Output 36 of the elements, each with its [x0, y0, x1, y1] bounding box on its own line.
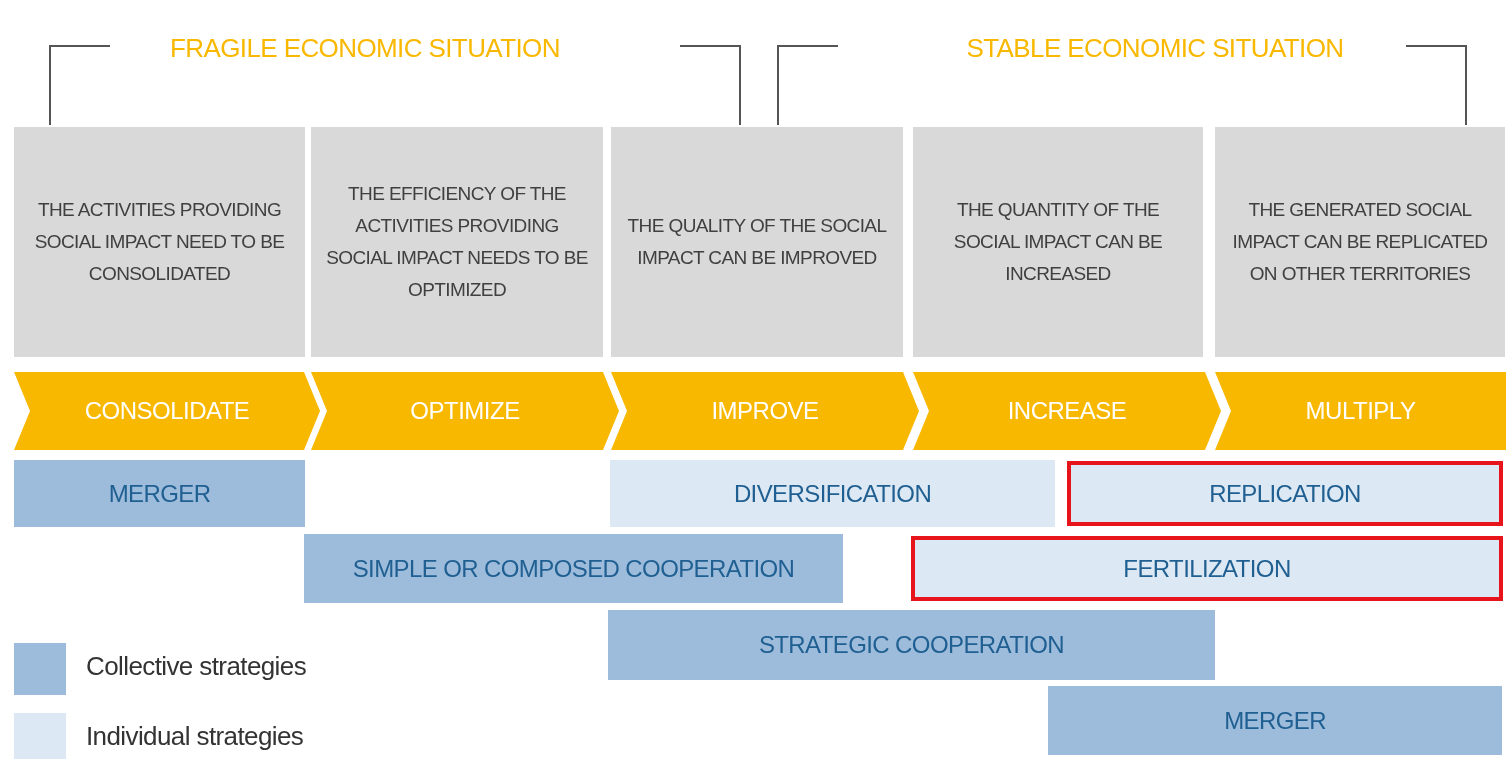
- strategy-label: STRATEGIC COOPERATION: [758, 631, 1065, 659]
- step-label: IMPROVE: [711, 397, 819, 425]
- description-box: [913, 127, 1203, 357]
- strategy-label: REPLICATION: [1209, 479, 1361, 508]
- description-box: [1215, 127, 1505, 357]
- collective-strategy-bar: [1048, 686, 1502, 755]
- collective-strategy-bar: [304, 534, 843, 603]
- legend-label: Collective strategies: [86, 651, 307, 682]
- chevron-step: [311, 372, 619, 450]
- description-text: THE GENERATED SOCIAL IMPACT CAN BE REPLICATED ON OTHER TERRITORIES: [1231, 198, 1489, 286]
- legend-label: Individual strategies: [86, 721, 304, 752]
- individual-strategy-bar: [1067, 461, 1503, 526]
- collective-strategy-bar: [14, 460, 305, 527]
- strategy-label: MERGER: [1224, 706, 1326, 735]
- chevron-step: [611, 372, 919, 450]
- step-label: CONSOLIDATE: [84, 397, 250, 425]
- description-box: [611, 127, 903, 357]
- strategy-label: FERTILIZATION: [1123, 554, 1291, 583]
- collective-strategy-bar: [608, 610, 1215, 680]
- strategy-label: SIMPLE OR COMPOSED COOPERATION: [352, 554, 795, 583]
- step-label: OPTIMIZE: [410, 397, 520, 425]
- description-text: THE ACTIVITIES PROVIDING SOCIAL IMPACT NEED TO BE CONSOLIDATED: [33, 198, 286, 286]
- step-label: MULTIPLY: [1305, 397, 1416, 425]
- individual-strategy-bar: [610, 460, 1055, 527]
- individual-strategy-bar: [911, 536, 1503, 601]
- step-label: INCREASE: [1007, 397, 1127, 425]
- chevron-step: [1215, 372, 1506, 450]
- strategy-label: MERGER: [108, 479, 211, 508]
- chevron-step: [913, 372, 1221, 450]
- description-box: [14, 127, 305, 357]
- strategy-label: DIVERSIFICATION: [733, 479, 932, 508]
- description-box: [311, 127, 603, 357]
- chevron-step: [14, 372, 320, 450]
- description-text: THE QUANTITY OF THE SOCIAL IMPACT CAN BE INCREASED: [952, 198, 1164, 286]
- description-text: THE QUALITY OF THE SOCIAL IMPACT CAN BE IMPROVED: [626, 214, 888, 270]
- description-text: THE EFFICIENCY OF THE ACTIVITIES PROVIDING SOCIAL IMPACT NEEDS TO BE OPTIMIZED: [325, 182, 589, 302]
